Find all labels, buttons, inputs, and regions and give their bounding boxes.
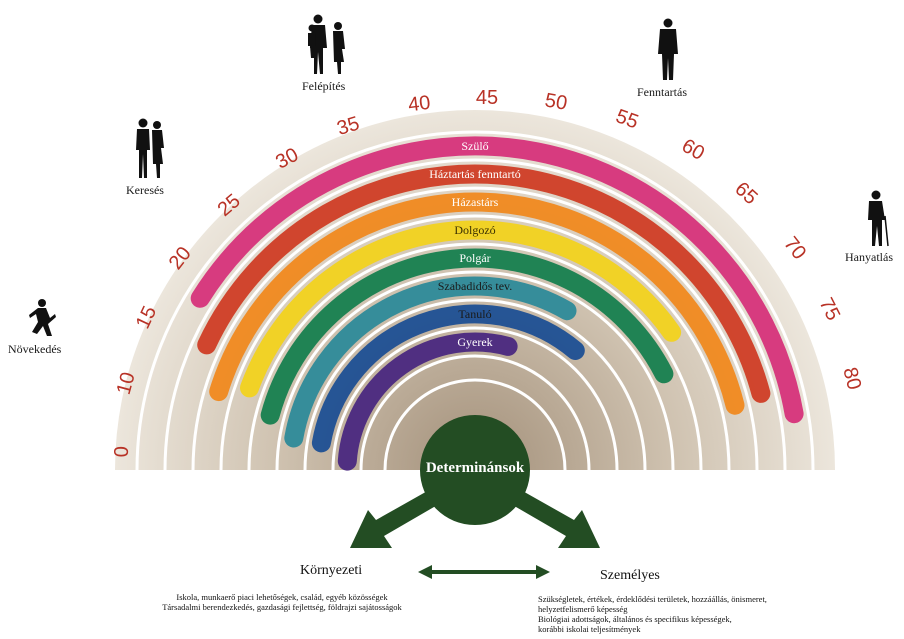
- personal-line: helyzetfelismerő képesség: [538, 604, 628, 614]
- personal-text: Szükségletek, értékek, érdeklődési terül…: [538, 594, 898, 634]
- age-label: 80: [838, 365, 865, 392]
- role-arc: [197, 164, 771, 403]
- child-silhouette-icon: [29, 299, 56, 336]
- role-label: Dolgozó: [454, 223, 495, 237]
- determinants-circle: [420, 415, 530, 525]
- stage-label-hanyatlas: Hanyatlás: [845, 250, 893, 264]
- elderly-silhouette-icon: [868, 190, 889, 247]
- age-label: 50: [543, 89, 569, 115]
- environmental-title: Környezeti: [300, 563, 363, 578]
- ring-line: [247, 242, 703, 471]
- environmental-text: Iskola, munkaerő piaci lehetőségek, csal…: [112, 592, 452, 612]
- age-label: 70: [779, 233, 810, 264]
- age-label: 60: [678, 135, 708, 165]
- ring-line: [219, 214, 731, 471]
- role-arc: [311, 304, 585, 453]
- ring-line: [275, 270, 675, 471]
- age-label: 55: [613, 105, 641, 133]
- role-arc: [209, 192, 745, 415]
- ring-line: [135, 130, 815, 471]
- family-silhouette-icon: [308, 14, 345, 74]
- personal-title: Személyes: [600, 568, 660, 583]
- stage-label-novekedes: Növekedés: [8, 342, 62, 356]
- stage-label-felepites: Felépítés: [302, 79, 346, 93]
- couple-silhouette-icon: [136, 118, 164, 178]
- ring-line: [191, 186, 759, 471]
- ring-line: [383, 378, 567, 471]
- role-arc: [190, 136, 804, 424]
- adult-silhouette-icon: [658, 18, 678, 80]
- stage-label-fenntartas: Fenntartás: [637, 85, 687, 99]
- role-label: Szülő: [461, 139, 488, 153]
- age-label: 0: [111, 446, 133, 458]
- role-label: Polgár: [459, 251, 490, 265]
- rainbow-ring-lines: [135, 130, 815, 471]
- environmental-line: Társadalmi berendezkedés, gazdasági fejl…: [162, 602, 402, 612]
- role-arc: [240, 220, 682, 398]
- ring-line: [359, 354, 591, 471]
- ring-line: [331, 326, 619, 471]
- right-arrow: [504, 485, 600, 548]
- age-label: 75: [814, 294, 844, 324]
- environmental-line: Iskola, munkaerő piaci lehetőségek, csal…: [176, 592, 388, 602]
- determinants-label: Determinánsok: [426, 460, 525, 476]
- age-label: 45: [476, 87, 498, 109]
- role-label: Házastárs: [452, 195, 499, 209]
- left-arrow: [350, 485, 446, 548]
- role-arc: [337, 332, 518, 471]
- role-arcs: [190, 136, 804, 471]
- personal-line: Szükségletek, értékek, érdeklődési terül…: [538, 594, 767, 604]
- role-label: Gyerek: [457, 335, 492, 349]
- role-label: Tanuló: [458, 307, 491, 321]
- age-label: 40: [407, 92, 432, 117]
- stage-label-kereses: Keresés: [126, 183, 164, 197]
- ring-line: [303, 298, 647, 471]
- age-label: 65: [730, 178, 761, 209]
- role-arc: [284, 276, 577, 448]
- determinants-group: Determinánsok: [350, 415, 600, 579]
- personal-line: korábbi iskolai teljesítmények: [538, 624, 641, 634]
- double-arrow: [418, 565, 550, 579]
- personal-line: Biológiai adottságok, általános és speci…: [538, 614, 732, 624]
- role-label: Háztartás fenntartó: [429, 167, 521, 181]
- ring-line: [163, 158, 787, 471]
- role-label: Szabadidős tev.: [438, 279, 513, 293]
- role-arc: [260, 248, 674, 425]
